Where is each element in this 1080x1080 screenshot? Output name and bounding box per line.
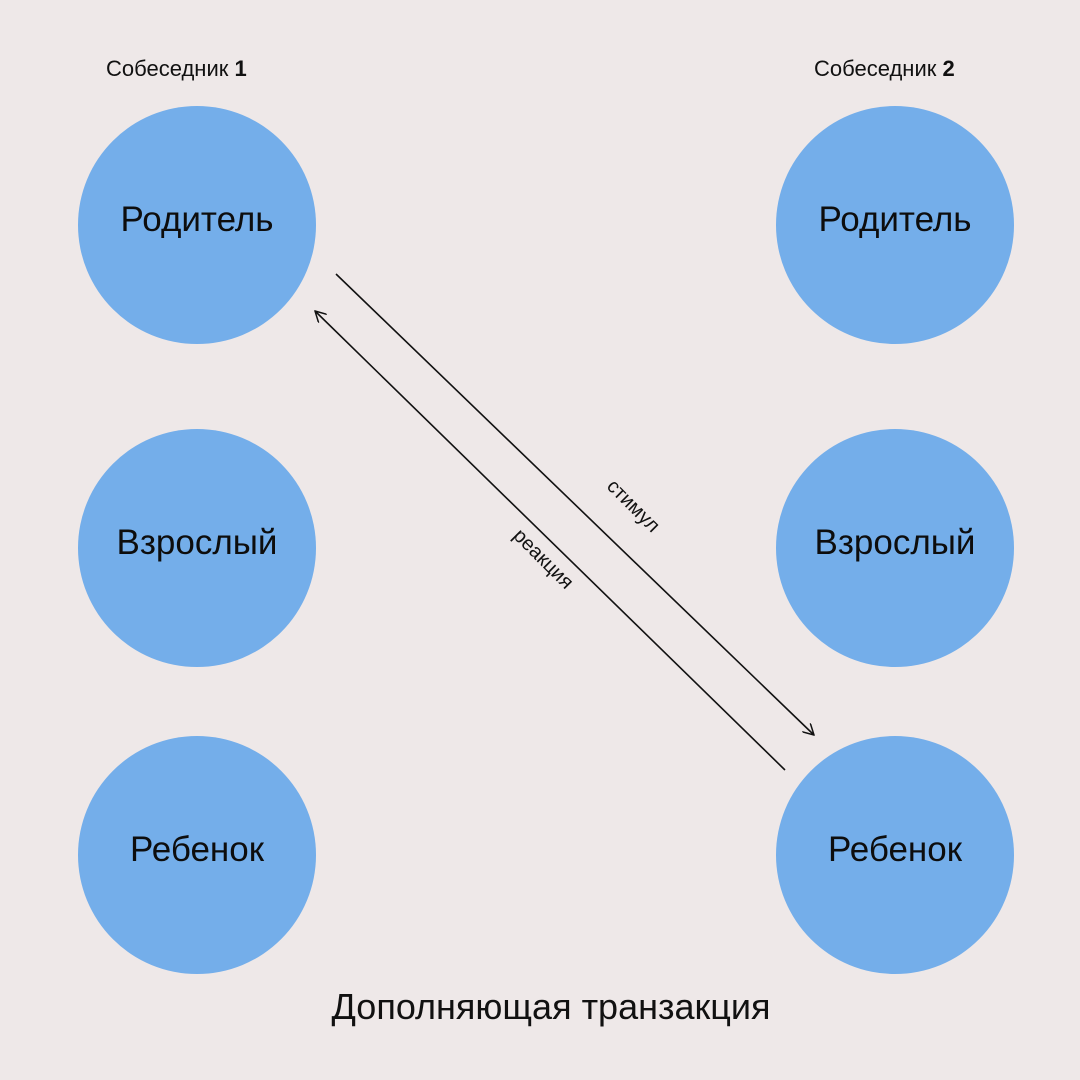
speaker-2-parent-circle: Родитель (776, 106, 1014, 344)
stimulus-arrow (335, 273, 814, 735)
speaker-1-label: Собеседник 1 (106, 56, 247, 82)
response-arrow (315, 311, 786, 771)
speaker-2-adult-label: Взрослый (814, 523, 976, 562)
speaker-1-adult-label: Взрослый (116, 523, 278, 562)
speaker-1-child-label: Ребенок (129, 830, 265, 869)
speaker-1-number: 1 (234, 56, 247, 81)
speaker-1-name: Собеседник (106, 56, 229, 81)
speaker-2-parent-label: Родитель (818, 200, 972, 239)
speaker-2-number: 2 (942, 56, 955, 81)
diagram-caption: Дополняющая транзакция (331, 986, 771, 1027)
speaker-1-parent-label: Родитель (120, 200, 274, 239)
speaker-2-child-circle: Ребенок (776, 736, 1014, 974)
speaker-2-adult-circle: Взрослый (776, 429, 1014, 667)
speaker-1-child-circle: Ребенок (78, 736, 316, 974)
speaker-1-parent-circle: Родитель (78, 106, 316, 344)
speaker-2-name: Собеседник (814, 56, 937, 81)
speaker-1-adult-circle: Взрослый (78, 429, 316, 667)
speaker-2-child-label: Ребенок (827, 830, 963, 869)
speaker-2-label: Собеседник 2 (814, 56, 955, 82)
